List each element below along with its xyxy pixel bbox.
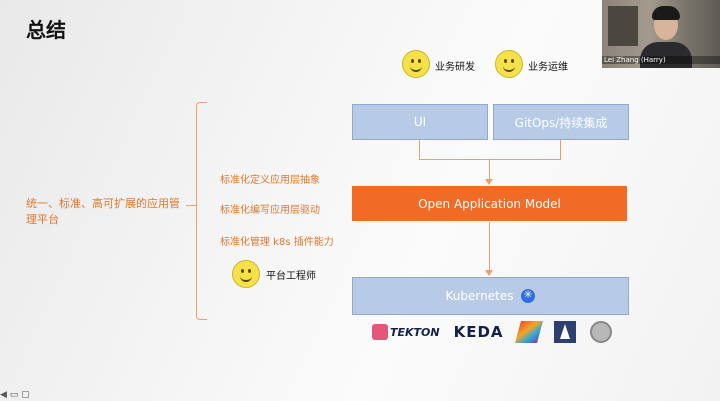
connector-line — [489, 159, 490, 179]
summary-text: 统一、标准、高可扩展的应用管理平台 — [26, 197, 180, 226]
connector-line — [419, 139, 420, 159]
ui-box: UI — [352, 104, 488, 140]
brace-tip — [186, 205, 196, 206]
keda-logo: KEDA — [453, 323, 504, 341]
connector-line — [560, 139, 561, 159]
arrow-down-icon — [485, 270, 493, 276]
smiley-icon — [402, 50, 430, 78]
connector-line — [489, 222, 490, 270]
tekton-cat-icon — [372, 324, 388, 340]
smiley-icon — [495, 50, 523, 78]
standard-item: 标准化定义应用层抽象 — [220, 175, 320, 186]
bottom-toolbar-fragment[interactable]: ◀ ▭ ▢ — [0, 390, 30, 400]
smiley-icon — [232, 260, 260, 288]
slide-title: 总结 — [26, 18, 66, 42]
kubernetes-label: Kubernetes — [445, 289, 514, 303]
role-business-dev: 业务研发 — [435, 62, 475, 73]
standard-item: 标准化管理 k8s 插件能力 — [220, 237, 334, 248]
prometheus-logo-icon — [514, 321, 543, 343]
role-business-ops: 业务运维 — [528, 62, 568, 73]
ecosystem-logos: TEKTON KEDA — [372, 318, 612, 346]
arrow-down-icon — [485, 179, 493, 185]
kubernetes-icon — [521, 288, 536, 303]
role-platform-engineer: 平台工程师 — [266, 271, 316, 282]
tekton-logo: TEKTON — [372, 324, 440, 340]
participant-video-tile[interactable]: Lei Zhang (Harry) — [602, 0, 720, 68]
standard-item: 标准化编写应用层驱动 — [220, 205, 320, 216]
participant-name: Lei Zhang (Harry) — [602, 56, 720, 64]
gear-logo-icon — [589, 321, 612, 343]
brace-bracket — [196, 102, 207, 320]
gitops-box: GitOps/持续集成 — [493, 104, 629, 140]
connector-line — [419, 159, 561, 160]
oam-box: Open Application Model — [352, 186, 627, 221]
kubernetes-box: Kubernetes — [352, 277, 629, 315]
sail-logo-icon — [553, 321, 576, 343]
